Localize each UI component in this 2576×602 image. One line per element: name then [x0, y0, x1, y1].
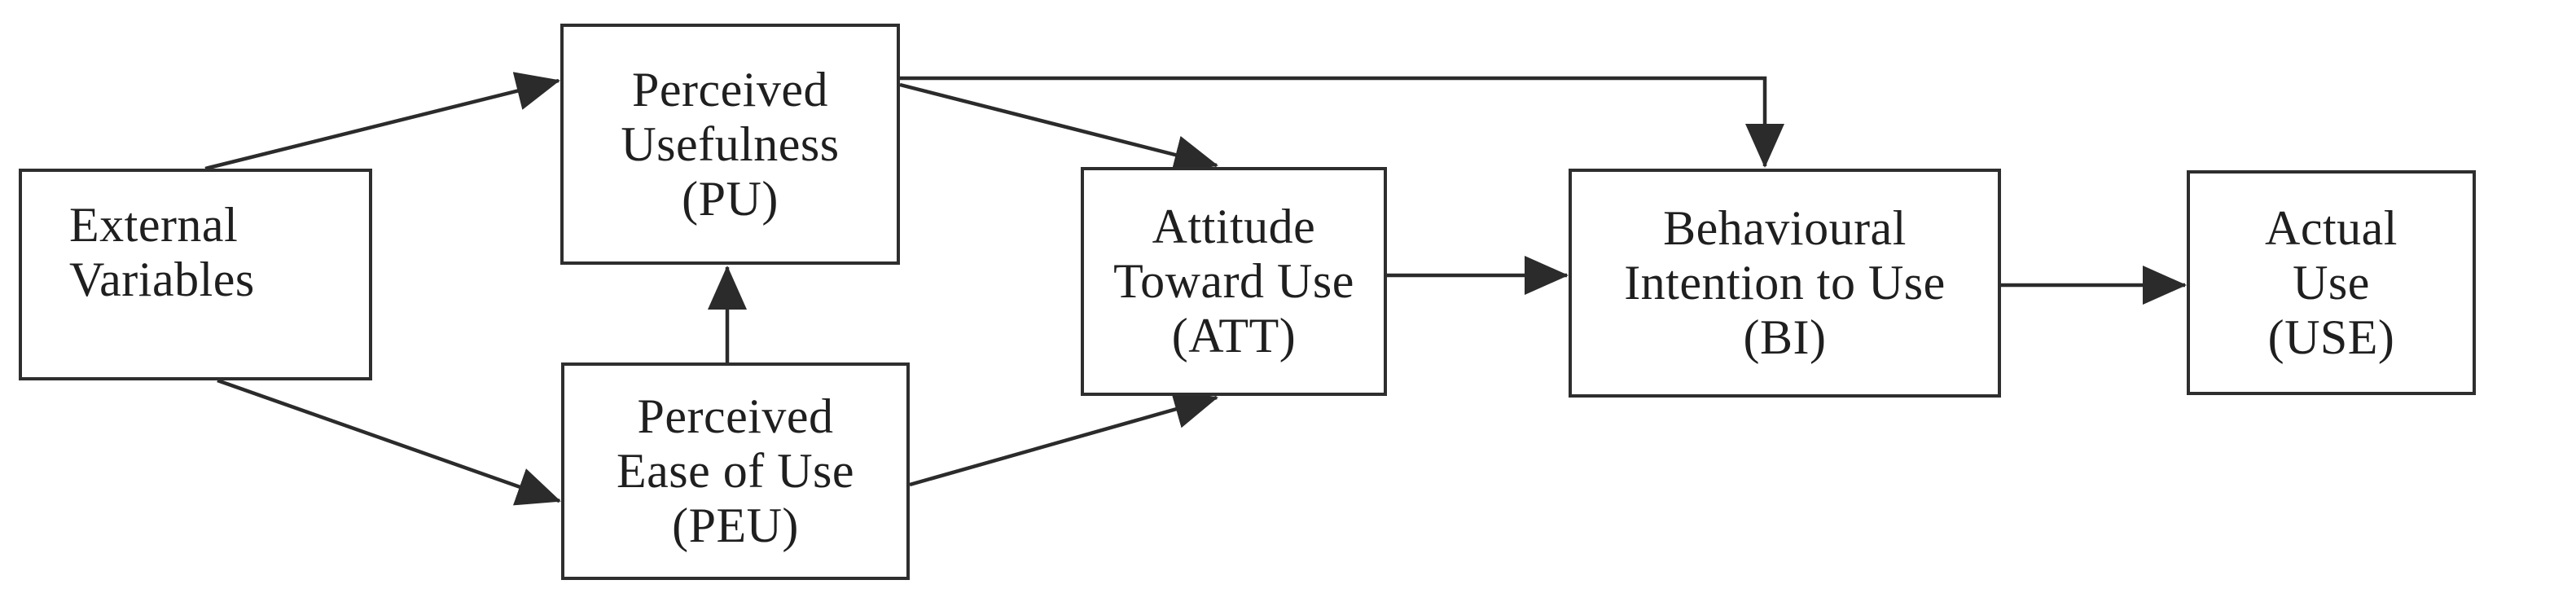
node-perceived-usefulness: Perceived Usefulness (PU): [560, 24, 900, 265]
node-label-line: Perceived: [637, 389, 834, 443]
edge-pu-to-bi: [900, 76, 1784, 168]
node-perceived-ease-of-use: Perceived Ease of Use (PEU): [561, 363, 910, 580]
node-label-line: (PEU): [672, 499, 799, 552]
node-label-line: Behavioural: [1663, 201, 1907, 255]
node-behavioural-intention: Behavioural Intention to Use (BI): [1569, 169, 2001, 398]
node-label-line: Use: [2293, 255, 2370, 310]
node-label-line: (BI): [1743, 310, 1827, 364]
node-label-line: (ATT): [1171, 309, 1297, 363]
node-label-line: (PU): [682, 171, 779, 226]
node-label-line: Ease of Use: [616, 444, 855, 498]
node-label-line: Toward Use: [1113, 254, 1354, 308]
node-label-line: Actual: [2265, 200, 2398, 255]
edge-external-to-pu: [204, 72, 560, 171]
edge-peu-to-att: [909, 390, 1218, 487]
node-label-line: Variables: [69, 253, 255, 306]
edge-external-to-peu: [217, 378, 561, 506]
node-label-line: Intention to Use: [1624, 256, 1946, 310]
node-label-line: Usefulness: [621, 116, 840, 171]
node-label-line: (USE): [2267, 310, 2395, 364]
node-external-variables: External Variables: [19, 169, 372, 380]
node-attitude-toward-use: Attitude Toward Use (ATT): [1081, 167, 1387, 396]
node-label-line: External: [69, 198, 239, 252]
node-label-line: Perceived: [631, 62, 829, 116]
edge-pu-to-att: [899, 82, 1218, 174]
node-label-line: Attitude: [1152, 200, 1316, 253]
node-actual-use: Actual Use (USE): [2187, 170, 2476, 395]
